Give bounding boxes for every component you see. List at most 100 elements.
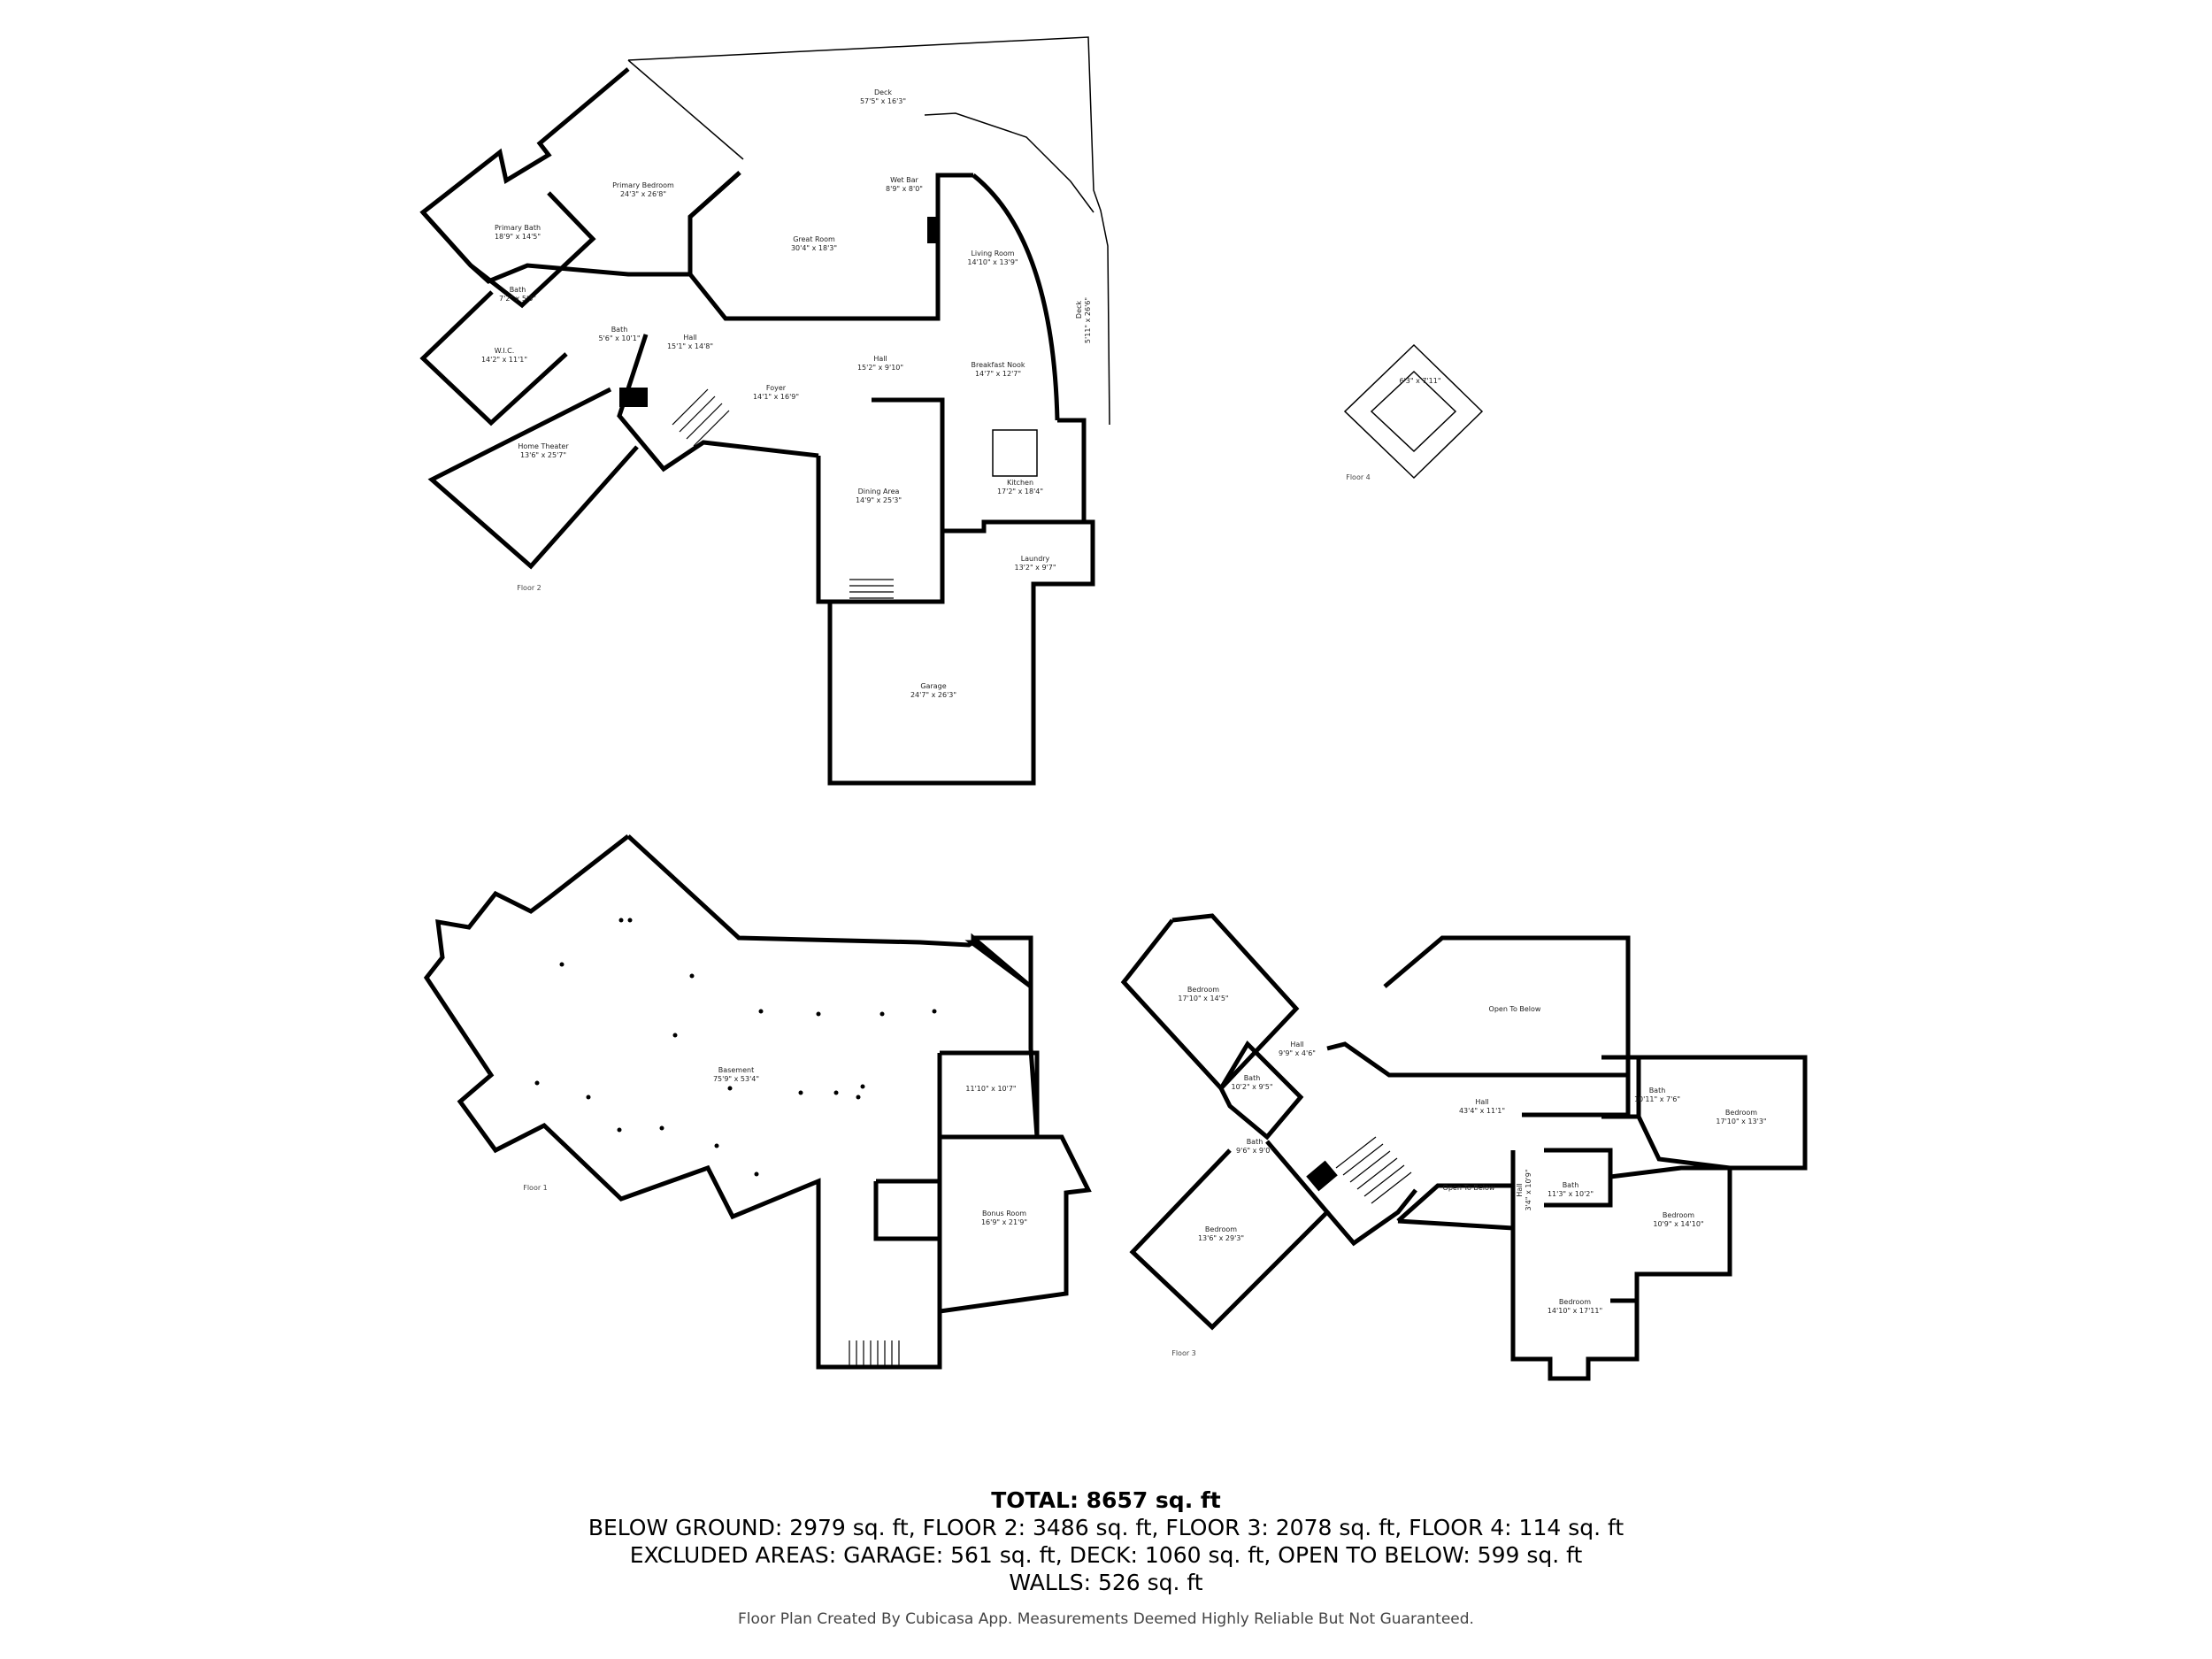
room-dims: 14'1" x 16'9"	[753, 393, 799, 401]
room-label: Deck	[874, 88, 892, 96]
room-dims: 10'11" x 7'6"	[1634, 1095, 1680, 1103]
room-dims: 14'9" x 25'3"	[856, 496, 902, 504]
room-dims: 43'4" x 11'1"	[1459, 1107, 1505, 1115]
bath-core-walls	[1218, 1040, 1304, 1141]
room-dims: 18'9" x 14'5"	[495, 233, 541, 241]
room-label: Deck	[1075, 301, 1083, 319]
room-dims: 13'6" x 29'3"	[1198, 1234, 1244, 1242]
room-dims: 10'2" x 9'5"	[1231, 1083, 1272, 1091]
room-dims: 57'5" x 16'3"	[860, 97, 906, 105]
room-dims: 14'2" x 11'1"	[481, 356, 527, 364]
bedroom-south-walls	[1510, 1150, 1640, 1381]
room-label: Bath	[1244, 1074, 1261, 1082]
deck-inner-curve	[924, 112, 1094, 213]
room-label: Bedroom	[1205, 1225, 1237, 1233]
room-dims: 14'10" x 17'11"	[1548, 1307, 1602, 1315]
excluded-areas: EXCLUDED AREAS: GARAGE: 561 sq. ft, DECK…	[629, 1542, 1583, 1568]
room-dims: 14'7" x 12'7"	[975, 370, 1021, 378]
home-theater-walls	[427, 387, 639, 570]
room-dims: 24'3" x 26'8"	[620, 190, 666, 198]
bath-east-walls	[1601, 1055, 1641, 1119]
floor-4-plan: 6'3" x 7'11" Floor 4	[1343, 343, 1484, 481]
room-label: Basement	[718, 1066, 754, 1074]
kitchen-island	[992, 429, 1038, 477]
room-label: Hall	[1475, 1098, 1488, 1106]
dining-walls	[816, 397, 945, 604]
stair-walls	[1325, 1188, 1417, 1247]
room-dims: 7'2" x 5'3"	[499, 295, 536, 303]
room-dims: 15'1" x 14'8"	[667, 342, 713, 350]
room-label: Hall	[873, 355, 887, 363]
room-dims: 14'10" x 13'9"	[967, 258, 1018, 266]
room-dims: 16'9" x 21'9"	[981, 1218, 1027, 1226]
deck-outline	[627, 36, 1110, 426]
room-label: Home Theater	[518, 442, 569, 450]
room-label: Open To Below	[1443, 1184, 1495, 1192]
floor-label: Floor 2	[517, 584, 541, 592]
room-label: Open To Below	[1489, 1005, 1541, 1013]
room-dims: 13'6" x 25'7"	[520, 451, 566, 459]
floor-label: Floor 3	[1171, 1349, 1196, 1357]
room-label: Foyer	[766, 384, 787, 392]
room-label: Bonus Room	[982, 1210, 1026, 1217]
fireplace	[1306, 1160, 1338, 1192]
living-room-wall	[972, 173, 1060, 421]
room-label: Bath	[1563, 1181, 1579, 1189]
room-dims: 5'6" x 10'1"	[598, 334, 640, 342]
room-dims: 11'3" x 10'2"	[1548, 1190, 1594, 1198]
room-dims: 10'9" x 14'10"	[1653, 1220, 1703, 1228]
floor-3-plan: Bedroom 17'10" x 14'5" Hall 9'9" x 4'6" …	[1120, 913, 1808, 1381]
room-label: Bath	[1649, 1087, 1666, 1094]
below-ground-and-floors: BELOW GROUND: 2979 sq. ft, FLOOR 2: 3486…	[588, 1515, 1624, 1540]
room-label: Bedroom	[1559, 1298, 1591, 1306]
foyer-walls	[617, 334, 819, 472]
floor-2-labels: Deck 57'5" x 16'3" Primary Bedroom 24'3"…	[481, 88, 1092, 699]
room-dims: 11'10" x 10'7"	[965, 1085, 1016, 1093]
room-label: Bath	[1247, 1138, 1263, 1146]
room-label: Hall	[1290, 1041, 1303, 1048]
primary-bath-walls	[421, 191, 596, 309]
bedroom-se-walls	[1609, 1165, 1732, 1303]
bedroom-sw-walls	[1129, 1140, 1331, 1331]
closet-walls	[873, 1179, 942, 1241]
deck-rail	[627, 59, 744, 160]
total-area: TOTAL: 8657 sq. ft	[991, 1487, 1221, 1513]
room-label: Hall	[1516, 1183, 1524, 1196]
room-dims: 15'2" x 9'10"	[857, 364, 903, 372]
room-label: Hall	[683, 334, 696, 342]
room-dims: 17'10" x 13'3"	[1716, 1118, 1766, 1125]
room-label: Wet Bar	[890, 176, 918, 184]
room-dims: 17'2" x 18'4"	[997, 488, 1043, 495]
room-dims: 13'2" x 9'7"	[1014, 564, 1056, 572]
room-label: W.I.C.	[495, 347, 515, 355]
walls-area: WALLS: 526 sq. ft	[1009, 1570, 1203, 1595]
room-dims: 24'7" x 26'3"	[910, 691, 956, 699]
bedroom-east-walls	[1636, 1055, 1808, 1171]
great-room-walls	[687, 171, 973, 321]
room-dims: 3'4" x 10'9"	[1525, 1169, 1532, 1210]
room-dims: 75'9" x 53'4"	[713, 1075, 759, 1083]
room-label: Kitchen	[1007, 479, 1033, 487]
floor-3-stairs	[1335, 1136, 1412, 1204]
room-dims: 6'3" x 7'11"	[1399, 377, 1440, 385]
basement-walls	[423, 834, 1092, 1370]
room-label: Primary Bedroom	[612, 181, 674, 189]
disclaimer-text: Floor Plan Created By Cubicasa App. Meas…	[738, 1610, 1474, 1628]
storage-walls	[940, 1050, 1040, 1140]
room-label: Bath	[510, 286, 526, 294]
kitchen-east-wall	[1057, 418, 1087, 522]
room-label: Breakfast Nook	[971, 361, 1025, 369]
room-label: Bedroom	[1187, 986, 1219, 994]
floor-label: Floor 1	[523, 1184, 548, 1192]
room-label: Bedroom	[1725, 1109, 1757, 1117]
bedroom-nw-walls	[1120, 913, 1300, 1092]
floor-4-outline	[1343, 343, 1484, 480]
room-label: Great Room	[793, 235, 835, 243]
column	[927, 217, 940, 243]
floor-2-stairs	[672, 388, 894, 599]
area-summary: TOTAL: 8657 sq. ft BELOW GROUND: 2979 sq…	[0, 1486, 2212, 1596]
room-label: Living Room	[971, 250, 1014, 257]
floor-1-stairs	[849, 1340, 900, 1367]
room-label: Bedroom	[1663, 1211, 1694, 1219]
